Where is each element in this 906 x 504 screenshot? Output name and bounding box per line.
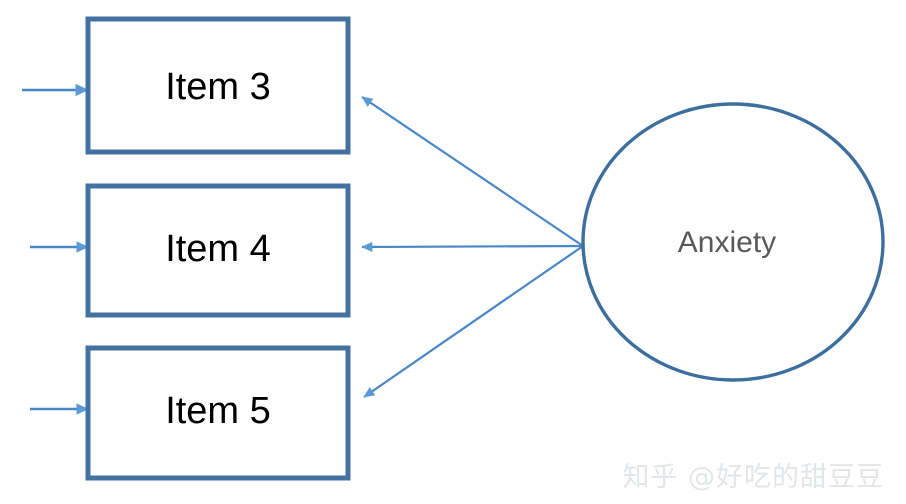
indicator-box-item-3[interactable]: Item 3 [85, 16, 351, 155]
loading-arrows-group [361, 96, 584, 398]
error-arrows-group [22, 83, 89, 415]
indicator-rect-item-3 [85, 16, 351, 155]
indicator-rect-item-4 [85, 183, 351, 318]
watermark: 知乎 @好吃的甜豆豆 [622, 462, 884, 493]
loading-anxiety-to-item-3 [361, 96, 584, 247]
indicator-label-item-4: Item 4 [165, 228, 271, 270]
indicator-label-item-5: Item 5 [165, 390, 271, 432]
latent-label-anxiety: Anxiety [678, 226, 776, 259]
indicator-box-item-4[interactable]: Item 4 [85, 183, 351, 318]
indicator-label-item-3: Item 3 [165, 66, 271, 108]
loading-anxiety-to-item-4 [361, 241, 584, 253]
indicator-box-item-5[interactable]: Item 5 [85, 345, 351, 481]
loading-anxiety-to-item-5 [363, 245, 584, 398]
latent-ellipse-anxiety [581, 102, 885, 382]
indicator-rect-item-5 [85, 345, 351, 481]
latent-variable-anxiety[interactable]: Anxiety [581, 102, 885, 382]
